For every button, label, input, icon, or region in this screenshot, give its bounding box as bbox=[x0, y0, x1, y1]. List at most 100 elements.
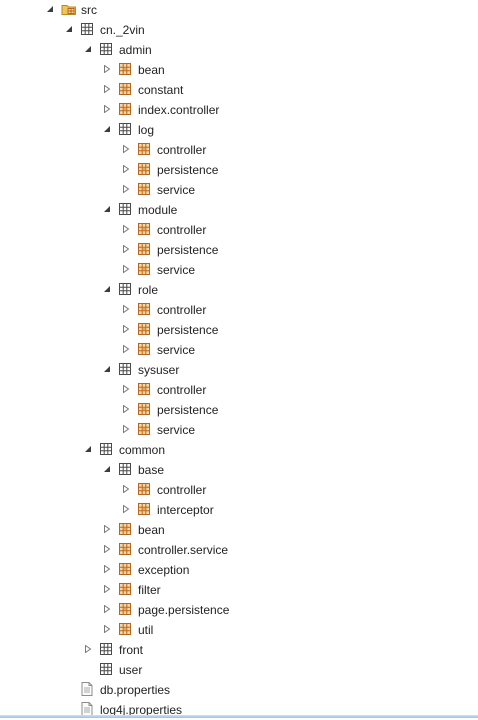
package-icon bbox=[137, 242, 151, 256]
expand-arrow-icon[interactable] bbox=[122, 325, 130, 333]
package-icon bbox=[137, 382, 151, 396]
package-icon bbox=[137, 502, 151, 516]
tree-item[interactable]: log4j.properties bbox=[0, 700, 478, 720]
tree-item[interactable]: sysuser bbox=[0, 360, 478, 380]
expand-arrow-icon[interactable] bbox=[122, 345, 130, 353]
tree-item[interactable]: controller bbox=[0, 220, 478, 240]
tree-item[interactable]: bean bbox=[0, 60, 478, 80]
horizontal-scrollbar-edge[interactable] bbox=[0, 715, 478, 718]
package-icon bbox=[137, 482, 151, 496]
expand-arrow-icon[interactable] bbox=[103, 565, 111, 573]
expand-arrow-icon[interactable] bbox=[103, 625, 111, 633]
tree-item[interactable]: front bbox=[0, 640, 478, 660]
package-icon bbox=[137, 162, 151, 176]
expand-arrow-icon[interactable] bbox=[122, 185, 130, 193]
expand-arrow-icon[interactable] bbox=[122, 225, 130, 233]
tree-item[interactable]: persistence bbox=[0, 160, 478, 180]
tree-item[interactable]: persistence bbox=[0, 240, 478, 260]
tree-item[interactable]: filter bbox=[0, 580, 478, 600]
collapse-arrow-icon[interactable] bbox=[84, 45, 92, 53]
tree-item[interactable]: admin bbox=[0, 40, 478, 60]
expand-arrow-icon[interactable] bbox=[122, 145, 130, 153]
properties-file-icon bbox=[80, 701, 94, 716]
tree-item[interactable]: controller.service bbox=[0, 540, 478, 560]
tree-item[interactable]: index.controller bbox=[0, 100, 478, 120]
tree-item[interactable]: page.persistence bbox=[0, 600, 478, 620]
package-icon bbox=[137, 222, 151, 236]
tree-item[interactable]: service bbox=[0, 340, 478, 360]
package-icon bbox=[118, 462, 132, 476]
tree-item[interactable]: role bbox=[0, 280, 478, 300]
collapse-arrow-icon[interactable] bbox=[103, 205, 111, 213]
tree-item-label: user bbox=[119, 663, 143, 677]
tree-item[interactable]: persistence bbox=[0, 320, 478, 340]
tree-item[interactable]: service bbox=[0, 180, 478, 200]
tree-item[interactable]: controller bbox=[0, 380, 478, 400]
collapse-arrow-icon[interactable] bbox=[103, 285, 111, 293]
tree-item-label: admin bbox=[119, 43, 152, 57]
expand-arrow-icon[interactable] bbox=[103, 545, 111, 553]
tree-item-label: page.persistence bbox=[138, 603, 230, 617]
package-icon bbox=[99, 642, 113, 656]
expand-arrow-icon[interactable] bbox=[103, 105, 111, 113]
expand-arrow-icon[interactable] bbox=[122, 265, 130, 273]
expand-arrow-icon[interactable] bbox=[122, 425, 130, 433]
tree-item-label: cn._2vin bbox=[100, 23, 145, 37]
tree-item-label: role bbox=[138, 283, 159, 297]
tree-item[interactable]: controller bbox=[0, 480, 478, 500]
tree-item[interactable]: user bbox=[0, 660, 478, 680]
tree-item[interactable]: module bbox=[0, 200, 478, 220]
expand-arrow-icon[interactable] bbox=[103, 525, 111, 533]
tree-item[interactable]: db.properties bbox=[0, 680, 478, 700]
tree-item-label: controller bbox=[157, 483, 207, 497]
tree-item-label: controller bbox=[157, 143, 207, 157]
collapse-arrow-icon[interactable] bbox=[65, 25, 73, 33]
tree-item[interactable]: util bbox=[0, 620, 478, 640]
tree-item[interactable]: src bbox=[0, 0, 478, 20]
tree-item[interactable]: controller bbox=[0, 140, 478, 160]
expand-arrow-icon[interactable] bbox=[122, 505, 130, 513]
tree-item-label: controller bbox=[157, 223, 207, 237]
tree-item-label: bean bbox=[138, 63, 165, 77]
collapse-arrow-icon[interactable] bbox=[84, 445, 92, 453]
tree-item[interactable]: cn._2vin bbox=[0, 20, 478, 40]
package-icon bbox=[137, 342, 151, 356]
package-icon bbox=[118, 62, 132, 76]
expand-arrow-icon[interactable] bbox=[84, 645, 92, 653]
collapse-arrow-icon[interactable] bbox=[103, 465, 111, 473]
package-icon bbox=[137, 422, 151, 436]
tree-item[interactable]: common bbox=[0, 440, 478, 460]
expand-arrow-icon[interactable] bbox=[122, 165, 130, 173]
expand-arrow-icon[interactable] bbox=[122, 245, 130, 253]
tree-item[interactable]: service bbox=[0, 420, 478, 440]
expand-arrow-icon[interactable] bbox=[103, 65, 111, 73]
tree-item[interactable]: log bbox=[0, 120, 478, 140]
tree-item[interactable]: controller bbox=[0, 300, 478, 320]
tree-item-label: base bbox=[138, 463, 165, 477]
tree-item[interactable]: service bbox=[0, 260, 478, 280]
expand-arrow-icon[interactable] bbox=[122, 485, 130, 493]
tree-item[interactable]: exception bbox=[0, 560, 478, 580]
tree-item-label: persistence bbox=[157, 163, 219, 177]
package-icon bbox=[137, 142, 151, 156]
tree-item-label: src bbox=[81, 3, 97, 17]
package-icon bbox=[99, 442, 113, 456]
tree-item[interactable]: interceptor bbox=[0, 500, 478, 520]
expand-arrow-icon[interactable] bbox=[103, 605, 111, 613]
source-folder-icon bbox=[61, 2, 76, 16]
tree-item[interactable]: constant bbox=[0, 80, 478, 100]
collapse-arrow-icon[interactable] bbox=[103, 365, 111, 373]
collapse-arrow-icon[interactable] bbox=[103, 125, 111, 133]
expand-arrow-icon[interactable] bbox=[122, 305, 130, 313]
collapse-arrow-icon[interactable] bbox=[46, 5, 54, 13]
tree-item-label: persistence bbox=[157, 323, 219, 337]
tree-item[interactable]: base bbox=[0, 460, 478, 480]
tree-item-label: persistence bbox=[157, 243, 219, 257]
package-icon bbox=[137, 402, 151, 416]
tree-item[interactable]: persistence bbox=[0, 400, 478, 420]
expand-arrow-icon[interactable] bbox=[122, 385, 130, 393]
expand-arrow-icon[interactable] bbox=[122, 405, 130, 413]
expand-arrow-icon[interactable] bbox=[103, 585, 111, 593]
tree-item[interactable]: bean bbox=[0, 520, 478, 540]
expand-arrow-icon[interactable] bbox=[103, 85, 111, 93]
